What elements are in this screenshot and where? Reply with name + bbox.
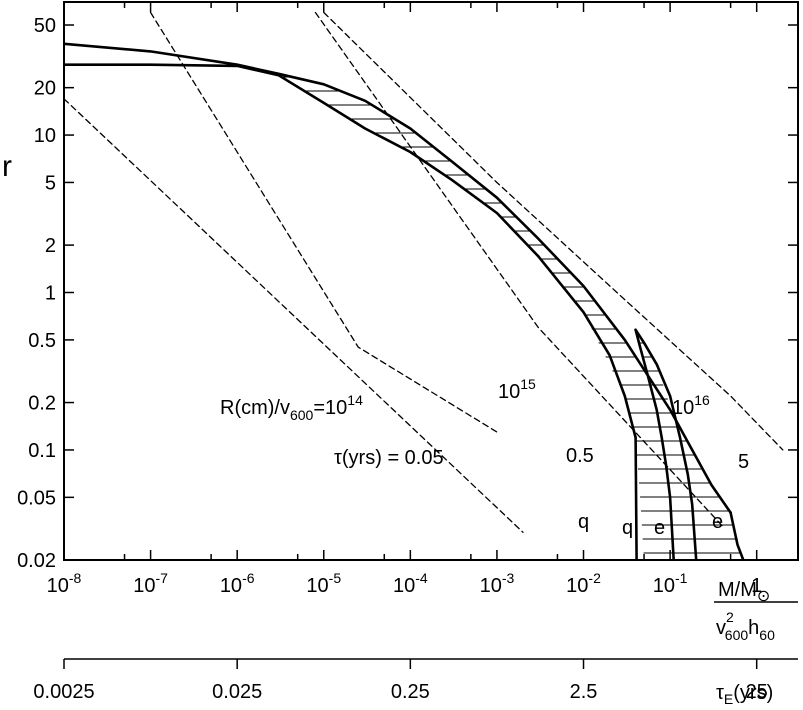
tau-axis-title-post: (yrs) [733,682,773,704]
x-tick-label: 10-2 [566,570,601,597]
y-axis: 50 20 10 5 2 1 0.5 0.2 0.1 0.05 0.02 [17,15,798,572]
annotation-q-1: q [578,511,589,533]
tau-tick-label: 2.5 [570,681,598,703]
annotation-e-2: e [712,511,723,533]
y-tick-label: 0.1 [28,440,56,462]
curve-small_right [634,328,698,560]
dashed-line-dash_1e15 [314,11,723,527]
x-tick-label: 10-5 [306,570,341,597]
x-tick-label: 10-7 [133,570,168,597]
annotation-5: 5 [738,451,749,473]
svg-text:M/M⊙: M/M⊙ [718,579,770,605]
plot-frame [63,1,799,561]
curve-big_upper [64,42,732,514]
x-axis-title-num: M/M [718,579,757,601]
dashed-line-dash_1e16 [323,11,784,451]
curve-small_left [634,328,676,560]
dashed-line-dash_1e14 [149,11,498,433]
x-tick-label: 10-1 [653,570,688,597]
tau-tick-label: 0.025 [212,681,262,703]
y-tick-label: 2 [45,235,56,257]
x-axis-title-den-sub2: 60 [759,627,775,643]
annotation-tau: τ(yrs) = 0.05 [334,447,444,469]
curve-big_bottom [729,511,745,560]
y-tick-label: 20 [34,78,56,100]
annotation-e-1: e [654,517,665,539]
x-axis: 10-8 10-7 10-6 10-5 10-4 10-3 10-2 10-1 1 [47,2,762,597]
x-tick-label: 10-8 [47,570,82,597]
dashed-line-dash_tau [64,98,524,533]
tau-axis: 0.0025 0.025 0.25 2.5 25 [33,658,798,703]
x-axis-title-den-pre: v [716,617,726,639]
x-axis-title-den-sup: 2 [726,609,734,625]
x-tick-label: 10-3 [480,570,515,597]
x-tick-label: 1 [751,575,762,597]
y-tick-label: 0.02 [17,550,56,572]
x-axis-title-sun: ⊙ [757,588,770,605]
y-axis-title: r [2,150,12,183]
tau-tick-label: 0.0025 [33,681,94,703]
annotations: R(cm)/v600=1014 τ(yrs) = 0.05 1015 1016 … [220,376,749,539]
x-axis-title-den-post: h [748,617,759,639]
tau-tick-label: 25 [746,681,768,703]
y-tick-label: 10 [34,125,56,147]
y-tick-label: 50 [34,15,56,37]
tau-axis-title-pre: τ [716,682,724,704]
y-tick-label: 5 [45,172,56,194]
plot-content [64,11,784,560]
x-axis-title-den-sub: 600 [725,627,749,643]
curve-vert_a [634,436,638,560]
y-tick-label: 0.05 [17,487,56,509]
tau-axis-title: τE(yrs) [716,682,773,707]
y-tick-label: 0.2 [28,393,56,415]
y-tick-label: 1 [45,283,56,305]
annotation-0-5: 0.5 [566,445,594,467]
annotation-r-cm: R(cm)/v600=1014 [220,392,363,423]
y-tick-label: 0.5 [28,330,56,352]
tau-axis-title-sub: E [724,691,733,707]
x-tick-label: 10-4 [393,570,428,597]
annotation-q-2: q [622,517,633,539]
tau-tick-label: 0.25 [391,681,430,703]
x-tick-label: 10-6 [220,570,255,597]
x-axis-title: M/M⊙ v2 600h60 [714,579,798,643]
annotation-1e16: 1016 [672,392,710,419]
annotation-1e15: 1015 [498,376,536,403]
